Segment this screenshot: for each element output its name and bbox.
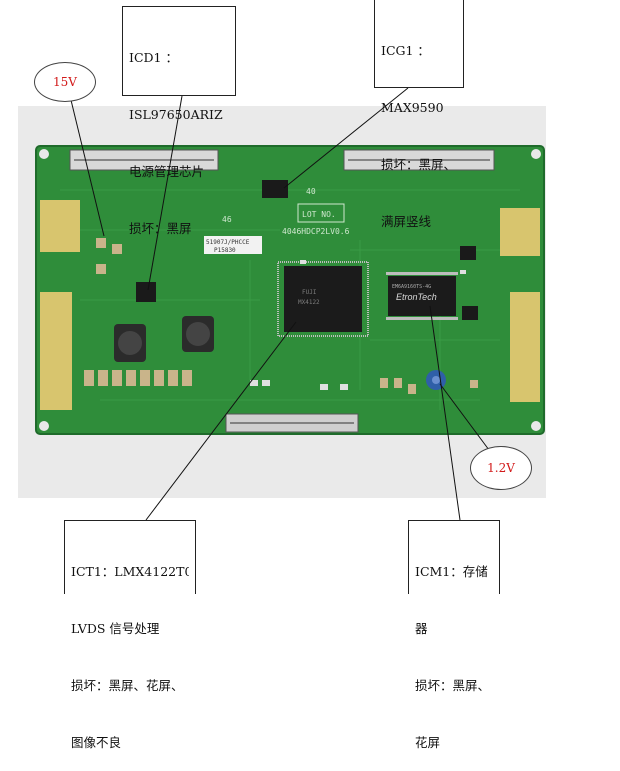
label-ict1-line4: 图像不良 xyxy=(71,735,122,750)
label-icg1-line2: MAX9590 xyxy=(381,100,444,115)
gold-pad-left-bottom xyxy=(40,292,72,410)
label-icd1-line1: ICD1 ： xyxy=(129,50,178,65)
leader-ict1 xyxy=(145,321,297,521)
label-icm1-line3: 损坏：黑屏、 xyxy=(415,678,491,693)
chip-icd1 xyxy=(136,282,156,302)
label-icm1: ICM1：存储 器 损坏：黑屏、 花屏 xyxy=(408,520,500,750)
label-ict1: ICT1：LMX4122T0 LVDS 信号处理 损坏：黑屏、花屏、 图像不良 xyxy=(64,520,196,750)
label-icm1-line4: 花屏 xyxy=(415,735,441,750)
label-icd1-line4: 损坏：黑屏 xyxy=(129,221,192,236)
voltage-15v-label: 15V xyxy=(34,62,96,102)
gold-pad-right-bottom xyxy=(510,292,540,402)
board-text-40: 40 xyxy=(306,187,316,196)
leader-icd1 xyxy=(147,95,183,291)
sticker-line1: 51907J/PHCCE xyxy=(206,239,250,246)
label-icd1-line3: 电源管理芯片 xyxy=(129,164,205,179)
board-text-model: 4046HDCP2LV0.6 xyxy=(282,227,350,236)
tcon-board-photo: 40 LOT NO. 4046HDCP2LV0.6 46 51907J/PHCC… xyxy=(35,87,545,521)
chip-icm1 xyxy=(388,276,456,316)
label-icm1-line2: 器 xyxy=(415,621,428,636)
leader-icm1 xyxy=(429,305,461,521)
leader-15v xyxy=(69,95,105,237)
chip-ict1 xyxy=(284,266,362,332)
sticker-line2: P15830 xyxy=(214,247,236,254)
label-icg1-line3: 损坏：黑屏、 xyxy=(381,157,457,172)
label-icg1-line1: ICG1 ： xyxy=(381,43,430,58)
leader-1v2 xyxy=(439,383,493,455)
label-icd1: ICD1 ： ISL97650ARIZ 电源管理芯片 损坏：黑屏 xyxy=(122,6,236,236)
gold-pad-left-top xyxy=(40,200,80,252)
label-icd1-line2: ISL97650ARIZ xyxy=(129,107,223,122)
chip-icg1 xyxy=(262,180,288,198)
board-text-lot: LOT NO. xyxy=(302,210,336,219)
chip-icm1-brand: EtronTech xyxy=(396,292,437,302)
board-text-46: 46 xyxy=(222,215,232,224)
label-icg1-line4: 满屏竖线 xyxy=(381,214,432,229)
label-icg1: ICG1 ： MAX9590 损坏：黑屏、 满屏竖线 xyxy=(374,0,464,229)
gold-pad-right-top xyxy=(500,208,540,256)
svg-text:FUJI: FUJI xyxy=(302,289,317,296)
label-ict1-line1: ICT1：LMX4122T0 xyxy=(71,564,189,579)
leader-icg1 xyxy=(283,87,409,189)
label-ict1-line2: LVDS 信号处理 xyxy=(71,621,160,636)
label-ict1-line3: 损坏：黑屏、花屏、 xyxy=(71,678,184,693)
svg-text:MX4122: MX4122 xyxy=(298,299,320,306)
barcode-sticker xyxy=(204,236,262,254)
voltage-1v2-label: 1.2V xyxy=(470,446,532,490)
label-icm1-line1: ICM1：存储 xyxy=(415,564,488,579)
chip-icm1-code: EM6A9160TS-4G xyxy=(392,284,431,290)
